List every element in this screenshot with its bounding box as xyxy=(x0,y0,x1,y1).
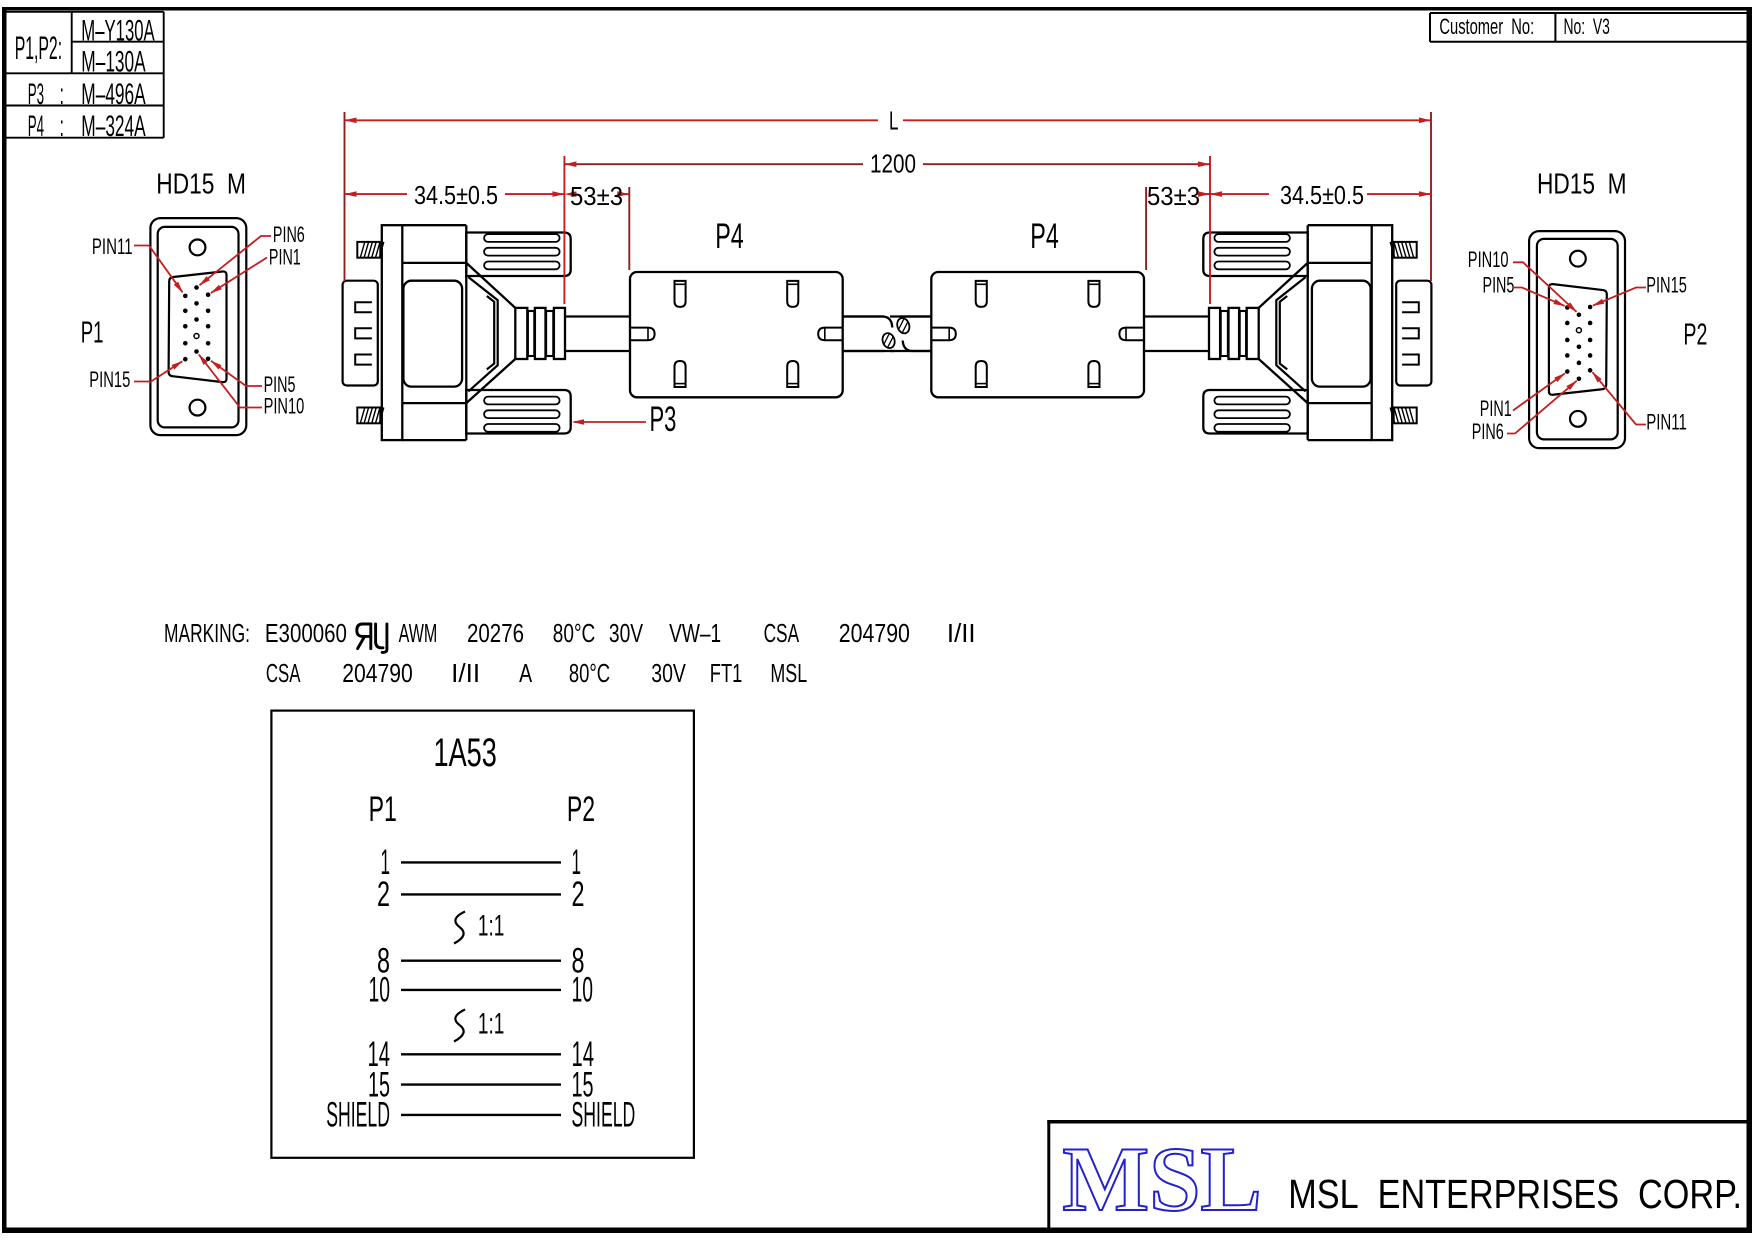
svg-text:PIN15: PIN15 xyxy=(1646,272,1687,297)
svg-text:A: A xyxy=(519,658,532,688)
svg-text:HD15 M: HD15 M xyxy=(1537,168,1627,200)
svg-text:PIN6: PIN6 xyxy=(273,222,305,247)
svg-text:PIN11: PIN11 xyxy=(1646,409,1687,434)
svg-text::: : xyxy=(60,110,65,143)
svg-text:M–496A: M–496A xyxy=(81,78,145,111)
svg-text:PIN10: PIN10 xyxy=(264,393,305,418)
svg-text:P1: P1 xyxy=(81,315,104,350)
svg-text:53±3: 53±3 xyxy=(570,181,623,211)
svg-text:P4: P4 xyxy=(28,110,44,143)
svg-text:PIN10: PIN10 xyxy=(1468,247,1509,272)
svg-text:15: 15 xyxy=(368,1065,390,1104)
svg-text:M–130A: M–130A xyxy=(81,45,145,78)
svg-text:PIN1: PIN1 xyxy=(269,244,301,269)
svg-text:2: 2 xyxy=(377,875,390,914)
svg-text:HD15 M: HD15 M xyxy=(156,168,246,200)
svg-text:30V: 30V xyxy=(651,658,686,688)
svg-text:M–Y130A: M–Y130A xyxy=(81,15,154,48)
svg-text:PIN5: PIN5 xyxy=(1483,272,1515,297)
svg-text:15: 15 xyxy=(572,1065,594,1104)
svg-text:P4: P4 xyxy=(1030,217,1059,256)
svg-text:FT1: FT1 xyxy=(710,658,743,688)
svg-text:MARKING:: MARKING: xyxy=(164,618,250,648)
svg-text:P4: P4 xyxy=(715,217,744,256)
svg-text:SHIELD: SHIELD xyxy=(572,1096,636,1135)
svg-text:MSL: MSL xyxy=(1062,1128,1261,1230)
svg-text:1200: 1200 xyxy=(870,149,916,179)
svg-text:PIN6: PIN6 xyxy=(1472,419,1504,444)
svg-text:VW–1: VW–1 xyxy=(669,618,721,648)
svg-text:I/II: I/II xyxy=(947,618,976,648)
svg-text:80°C: 80°C xyxy=(553,618,596,648)
svg-text:CSA: CSA xyxy=(266,658,301,688)
svg-text:1:1: 1:1 xyxy=(478,910,505,943)
svg-text:34.5±0.5: 34.5±0.5 xyxy=(414,180,498,210)
svg-text:14: 14 xyxy=(572,1035,595,1074)
svg-text:P3: P3 xyxy=(28,78,44,111)
svg-text:MSL: MSL xyxy=(770,658,807,688)
svg-text:AWM: AWM xyxy=(399,618,438,648)
svg-text:8: 8 xyxy=(572,942,585,981)
svg-text:53±3: 53±3 xyxy=(1147,181,1200,211)
svg-text:PIN5: PIN5 xyxy=(264,372,296,397)
svg-text:CSA: CSA xyxy=(764,618,800,648)
svg-text:L: L xyxy=(889,106,899,136)
svg-text:30V: 30V xyxy=(609,618,644,648)
svg-text:2: 2 xyxy=(572,875,585,914)
svg-text:10: 10 xyxy=(369,971,391,1010)
svg-text:PIN1: PIN1 xyxy=(1480,396,1512,421)
svg-text:MSL ENTERPRISES CORP.: MSL ENTERPRISES CORP. xyxy=(1288,1171,1742,1217)
svg-text:M–324A: M–324A xyxy=(81,110,145,143)
svg-text:80°C: 80°C xyxy=(569,658,610,688)
svg-text:Customer No:: Customer No: xyxy=(1439,14,1534,39)
svg-text:P1,P2:: P1,P2: xyxy=(15,30,62,66)
svg-text:P2: P2 xyxy=(1683,316,1707,351)
svg-text:SHIELD: SHIELD xyxy=(326,1096,390,1135)
svg-text:P3: P3 xyxy=(650,400,677,439)
svg-text:1: 1 xyxy=(381,843,391,882)
svg-text:1:1: 1:1 xyxy=(478,1008,505,1041)
svg-text:E300060: E300060 xyxy=(265,618,347,648)
svg-text::: : xyxy=(60,78,65,111)
svg-text:8: 8 xyxy=(377,942,390,981)
svg-text:34.5±0.5: 34.5±0.5 xyxy=(1280,180,1364,210)
svg-text:204790: 204790 xyxy=(342,658,413,688)
svg-text:20276: 20276 xyxy=(467,618,524,648)
svg-text:1: 1 xyxy=(572,843,582,882)
svg-text:PIN11: PIN11 xyxy=(92,234,133,259)
svg-text:No: V3: No: V3 xyxy=(1564,14,1610,39)
svg-text:P1: P1 xyxy=(369,790,397,829)
svg-text:I/II: I/II xyxy=(451,658,480,688)
svg-text:204790: 204790 xyxy=(839,618,910,648)
svg-text:PIN15: PIN15 xyxy=(89,367,130,392)
svg-text:10: 10 xyxy=(572,971,594,1010)
svg-text:1A53: 1A53 xyxy=(434,731,497,775)
svg-text:14: 14 xyxy=(368,1035,391,1074)
svg-text:P2: P2 xyxy=(567,790,595,829)
